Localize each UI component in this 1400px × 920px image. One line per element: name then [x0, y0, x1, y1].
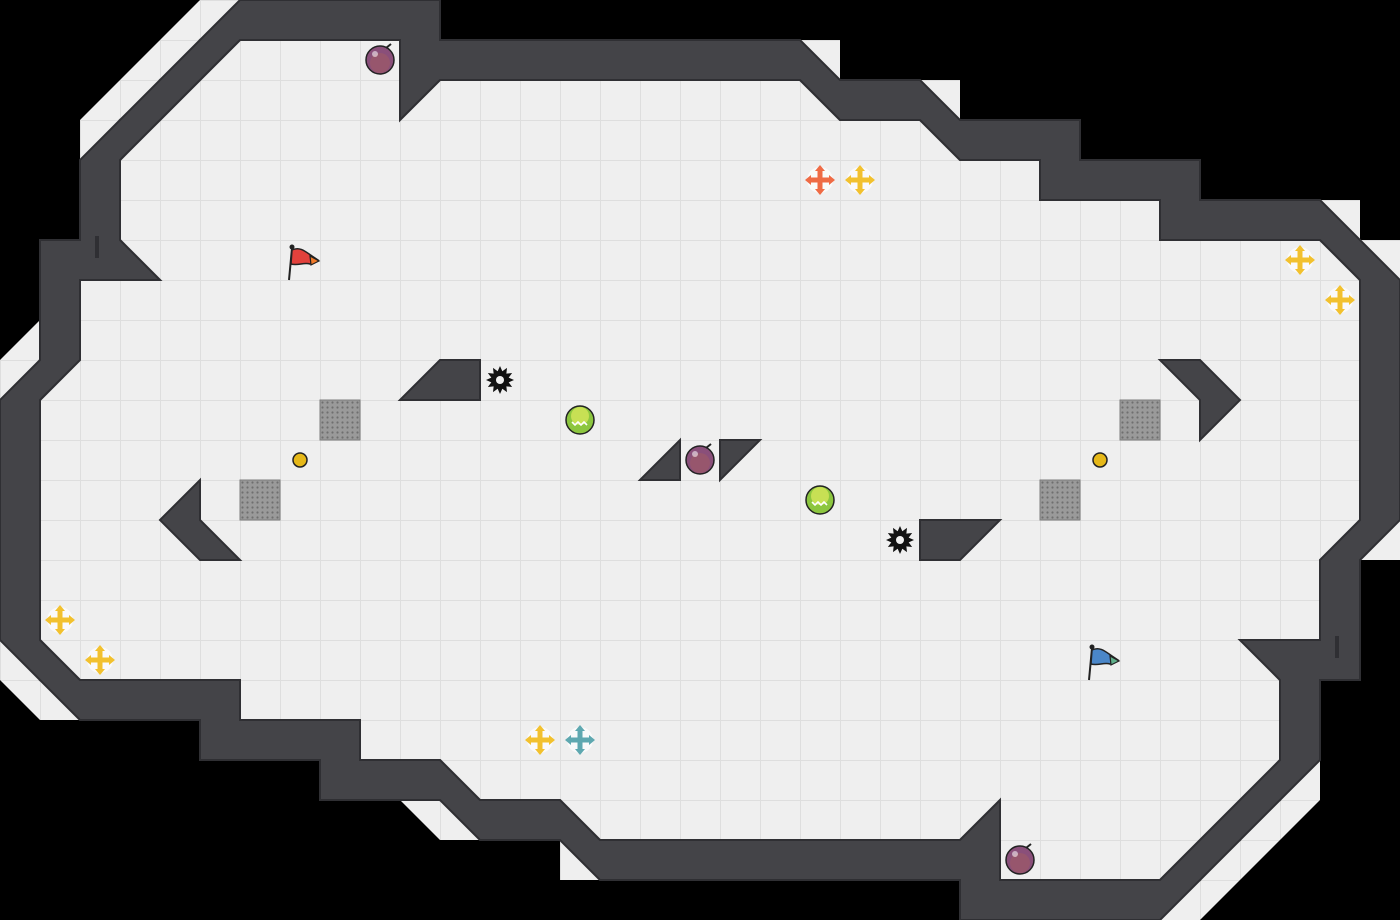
interior-wall	[719, 439, 763, 483]
red-flag-icon[interactable]	[288, 244, 321, 281]
boost-icon	[1285, 245, 1315, 275]
wall-notch	[1335, 636, 1339, 658]
gate-tile	[319, 399, 361, 441]
boost-icon	[525, 725, 555, 755]
boost-icon	[45, 605, 75, 635]
interior-wall	[158, 477, 243, 561]
boost-icon	[845, 165, 875, 195]
button-marker[interactable]	[1092, 452, 1108, 468]
blue-flag-icon[interactable]	[1088, 644, 1121, 681]
interior-wall	[637, 437, 681, 481]
wall-notch	[95, 236, 99, 258]
gate-tile	[1039, 479, 1081, 521]
spike-icon	[886, 526, 914, 554]
interior-wall	[397, 359, 481, 401]
boost-icon	[85, 645, 115, 675]
bomb-icon	[365, 43, 395, 75]
interior-wall	[919, 519, 1003, 561]
gate-tile	[239, 479, 281, 521]
interior-wall	[1157, 359, 1242, 443]
boost-icon	[565, 725, 595, 755]
portal-icon	[565, 405, 595, 435]
portal-icon	[805, 485, 835, 515]
spike-icon	[486, 366, 514, 394]
gate-tile	[1119, 399, 1161, 441]
bomb-icon	[685, 443, 715, 475]
boost-icon	[1325, 285, 1355, 315]
boost-icon	[805, 165, 835, 195]
bomb-icon	[1005, 843, 1035, 875]
button-marker[interactable]	[292, 452, 308, 468]
